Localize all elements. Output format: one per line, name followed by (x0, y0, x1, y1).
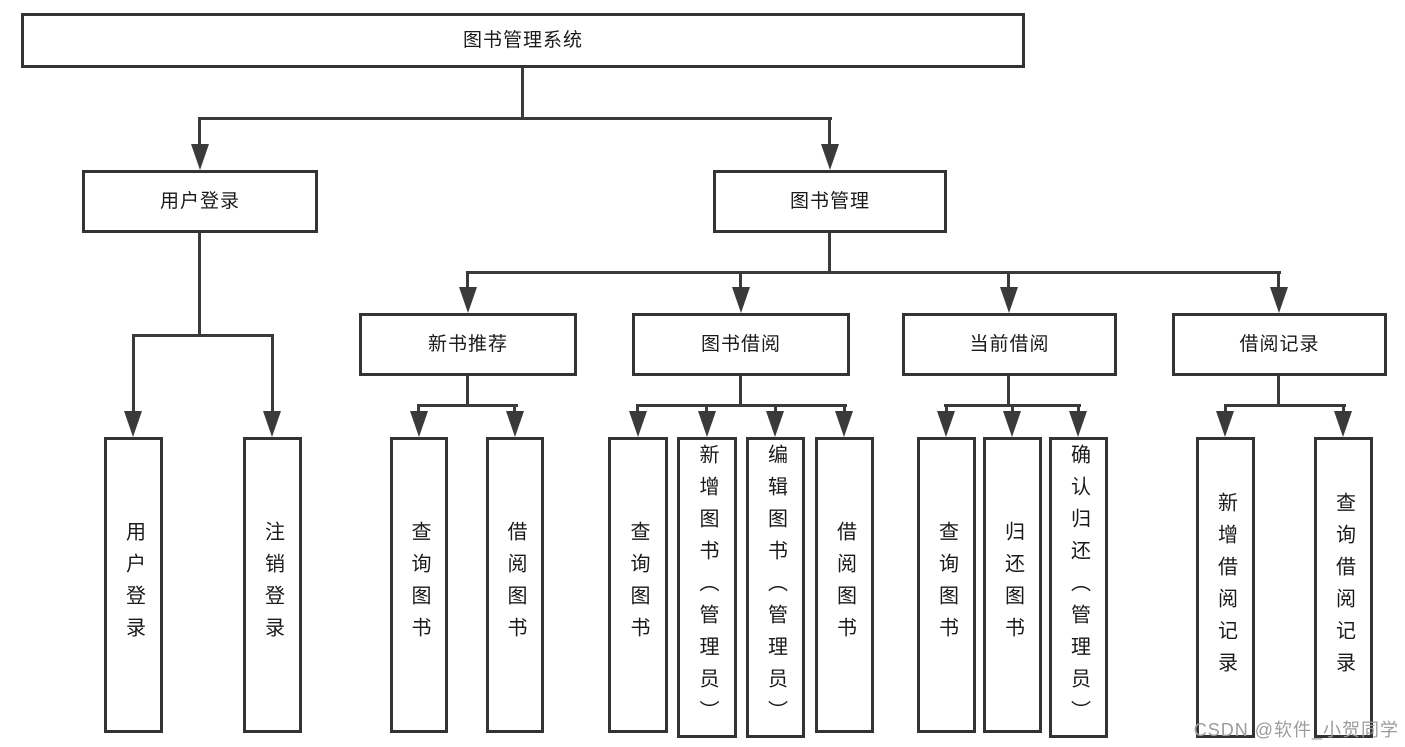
leaf-label: 编辑图书（管理员） (764, 443, 787, 732)
arrowhead-down-icon (937, 411, 955, 437)
leaf-confirm-return-admin: 确认归还（管理员） (1049, 437, 1108, 738)
leaf-query-books-borrowing: 查询图书 (608, 437, 668, 733)
arrowhead-down-icon (124, 411, 142, 437)
leaf-label: 查询图书 (408, 521, 430, 649)
connector-to-borrow-records (1277, 271, 1280, 293)
connector-group-stem (1277, 376, 1280, 406)
arrowhead-down-icon (459, 287, 477, 313)
arrowhead-down-icon (1069, 411, 1087, 437)
leaf-label: 确认归还（管理员） (1067, 443, 1090, 732)
connector-level1-bus (198, 117, 832, 120)
node-label: 图书借阅 (700, 334, 781, 355)
leaf-label: 查询图书 (935, 521, 958, 649)
arrowhead-down-icon (1216, 411, 1234, 437)
leaf-label: 借阅图书 (504, 521, 526, 649)
arrowhead-down-icon (1334, 411, 1352, 437)
node-current-borrowing: 当前借阅 (902, 313, 1117, 376)
arrowhead-down-icon (821, 144, 839, 170)
leaf-borrow-books-borrowing: 借阅图书 (815, 437, 874, 733)
node-root: 图书管理系统 (21, 13, 1025, 68)
leaf-query-borrow-record: 查询借阅记录 (1314, 437, 1373, 738)
connector-group-bus (1224, 404, 1346, 407)
node-root-label: 图书管理系统 (462, 30, 583, 51)
arrowhead-down-icon (766, 411, 784, 437)
node-user-login: 用户登录 (82, 170, 318, 233)
arrowhead-down-icon (835, 411, 853, 437)
node-label: 用户登录 (159, 191, 240, 212)
arrowhead-down-icon (191, 144, 209, 170)
leaf-label: 查询图书 (627, 521, 649, 649)
connector-group-bus (417, 404, 518, 407)
connector-user-login-bus (132, 334, 274, 337)
arrowhead-down-icon (506, 411, 524, 437)
leaf-label: 新增图书（管理员） (696, 443, 718, 732)
leaf-label: 查询借阅记录 (1332, 491, 1355, 684)
leaf-add-book-admin: 新增图书（管理员） (677, 437, 737, 738)
leaf-add-borrow-record: 新增借阅记录 (1196, 437, 1255, 738)
node-book-borrowing: 图书借阅 (632, 313, 850, 376)
arrowhead-down-icon (263, 411, 281, 437)
arrowhead-down-icon (732, 287, 750, 313)
connector-to-leaf (271, 334, 274, 416)
node-label: 当前借阅 (969, 334, 1050, 355)
connector-root-stem (521, 68, 524, 120)
node-new-book-recommend: 新书推荐 (359, 313, 577, 376)
arrowhead-down-icon (629, 411, 647, 437)
node-label: 借阅记录 (1239, 334, 1320, 355)
connector-group-stem (1007, 376, 1010, 406)
connector-to-new-book (466, 271, 469, 293)
arrowhead-down-icon (410, 411, 428, 437)
leaf-query-books-current: 查询图书 (917, 437, 976, 733)
connector-user-login-stem (198, 233, 201, 336)
leaf-edit-book-admin: 编辑图书（管理员） (746, 437, 805, 738)
connector-group-bus (636, 404, 847, 407)
leaf-label: 用户登录 (122, 521, 145, 649)
leaf-return-book: 归还图书 (983, 437, 1042, 733)
leaf-logout: 注销登录 (243, 437, 302, 733)
connector-book-management-stem (828, 233, 831, 273)
leaf-query-books-recommend: 查询图书 (390, 437, 448, 733)
connector-to-book-management (828, 117, 831, 147)
arrowhead-down-icon (698, 411, 716, 437)
node-label: 图书管理 (789, 191, 870, 212)
leaf-borrow-books-recommend: 借阅图书 (486, 437, 544, 733)
leaf-label: 归还图书 (1001, 521, 1024, 649)
leaf-label: 注销登录 (261, 521, 284, 649)
arrowhead-down-icon (1003, 411, 1021, 437)
leaf-label: 新增借阅记录 (1214, 491, 1237, 684)
connector-to-user-login (198, 117, 201, 147)
connector-group-stem (466, 376, 469, 406)
connector-level2-bus (466, 271, 1281, 274)
arrowhead-down-icon (1000, 287, 1018, 313)
connector-to-book-borrow (739, 271, 742, 293)
node-borrowing-records: 借阅记录 (1172, 313, 1387, 376)
connector-to-current-borrow (1007, 271, 1010, 293)
leaf-label: 借阅图书 (833, 521, 856, 649)
connector-to-leaf (132, 334, 135, 416)
connector-group-stem (739, 376, 742, 406)
leaf-user-login: 用户登录 (104, 437, 163, 733)
arrowhead-down-icon (1270, 287, 1288, 313)
watermark: CSDN @软件_小贺同学 (1193, 720, 1399, 740)
node-book-management: 图书管理 (713, 170, 947, 233)
node-label: 新书推荐 (427, 334, 508, 355)
